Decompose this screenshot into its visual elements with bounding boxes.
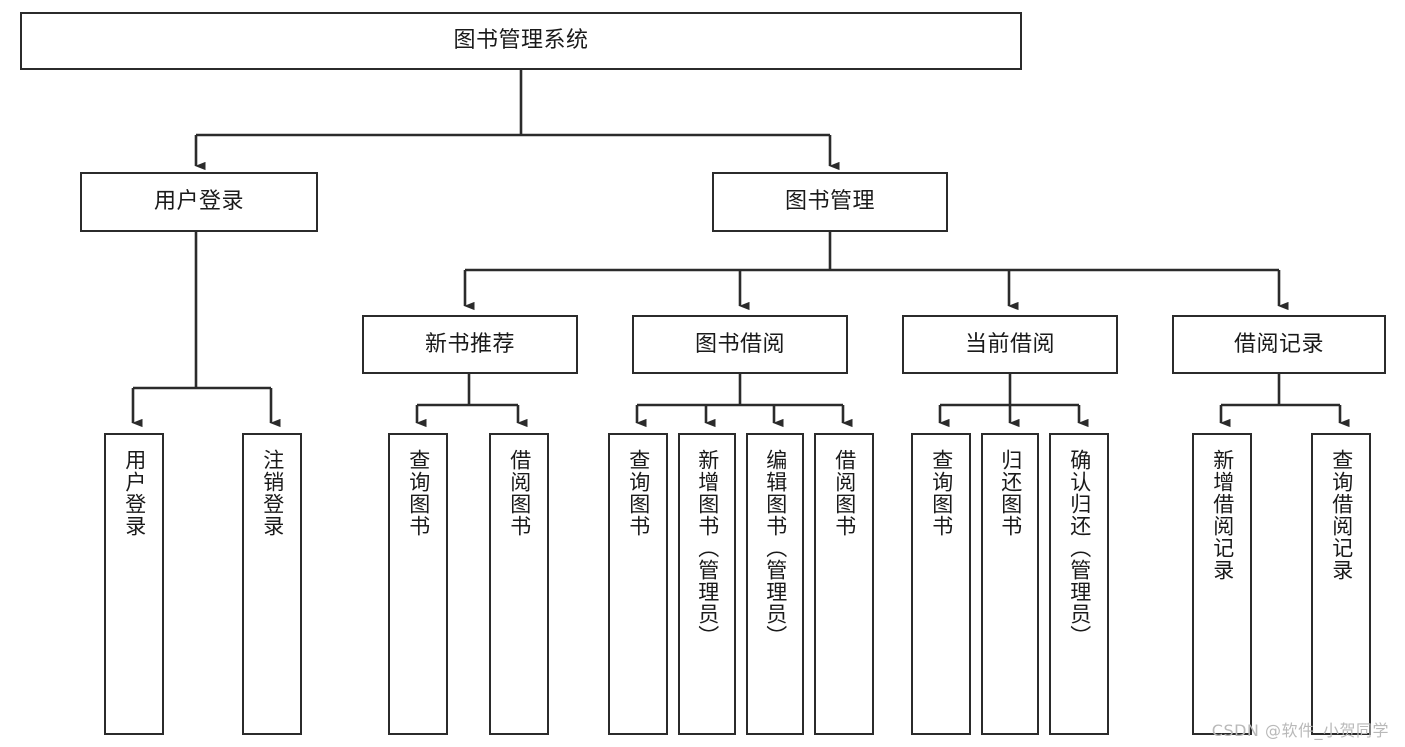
node-current-borrow-label: 当前借阅 — [964, 331, 1055, 357]
node-root[interactable]: 图书管理系统 — [20, 12, 1022, 70]
node-leaf-borrow-book-2-label: 借阅图书 — [832, 449, 857, 537]
node-leaf-confirm-return-label: 确认归还（管理员） — [1067, 449, 1092, 647]
node-leaf-user-login[interactable]: 用户登录 — [104, 433, 164, 735]
node-new-book-recommend[interactable]: 新书推荐 — [362, 315, 578, 374]
node-leaf-logout[interactable]: 注销登录 — [242, 433, 302, 735]
node-new-book-recommend-label: 新书推荐 — [424, 331, 515, 357]
node-leaf-add-record-label: 新增借阅记录 — [1210, 449, 1235, 581]
node-leaf-query-record[interactable]: 查询借阅记录 — [1311, 433, 1371, 735]
node-leaf-return-book-label: 归还图书 — [998, 449, 1023, 537]
node-leaf-add-record[interactable]: 新增借阅记录 — [1192, 433, 1252, 735]
node-leaf-edit-book-label: 编辑图书（管理员） — [763, 449, 788, 647]
node-leaf-query-book-1[interactable]: 查询图书 — [388, 433, 448, 735]
node-user-login-label: 用户登录 — [153, 189, 244, 215]
node-leaf-query-book-2-label: 查询图书 — [626, 449, 651, 537]
node-leaf-borrow-book-2[interactable]: 借阅图书 — [814, 433, 874, 735]
node-leaf-add-book[interactable]: 新增图书（管理员） — [678, 433, 736, 735]
node-leaf-logout-label: 注销登录 — [260, 449, 285, 537]
node-leaf-query-book-3[interactable]: 查询图书 — [911, 433, 971, 735]
node-borrow-record[interactable]: 借阅记录 — [1172, 315, 1386, 374]
node-leaf-borrow-book-1[interactable]: 借阅图书 — [489, 433, 549, 735]
node-book-manage[interactable]: 图书管理 — [712, 172, 948, 232]
node-leaf-add-book-label: 新增图书（管理员） — [695, 449, 720, 647]
node-leaf-user-login-label: 用户登录 — [122, 449, 147, 537]
node-leaf-edit-book[interactable]: 编辑图书（管理员） — [746, 433, 804, 735]
node-borrow-record-label: 借阅记录 — [1233, 331, 1324, 357]
node-leaf-borrow-book-1-label: 借阅图书 — [507, 449, 532, 537]
node-current-borrow[interactable]: 当前借阅 — [902, 315, 1118, 374]
node-leaf-return-book[interactable]: 归还图书 — [981, 433, 1039, 735]
node-leaf-query-book-1-label: 查询图书 — [406, 449, 431, 537]
node-book-manage-label: 图书管理 — [784, 189, 875, 215]
csdn-watermark: CSDN @软件_小贺同学 — [1211, 721, 1389, 740]
node-book-borrow[interactable]: 图书借阅 — [632, 315, 848, 374]
node-leaf-query-record-label: 查询借阅记录 — [1329, 449, 1354, 581]
node-book-borrow-label: 图书借阅 — [694, 331, 785, 357]
node-leaf-confirm-return[interactable]: 确认归还（管理员） — [1049, 433, 1109, 735]
node-user-login[interactable]: 用户登录 — [80, 172, 318, 232]
node-leaf-query-book-3-label: 查询图书 — [929, 449, 954, 537]
node-leaf-query-book-2[interactable]: 查询图书 — [608, 433, 668, 735]
node-root-label: 图书管理系统 — [453, 28, 589, 54]
